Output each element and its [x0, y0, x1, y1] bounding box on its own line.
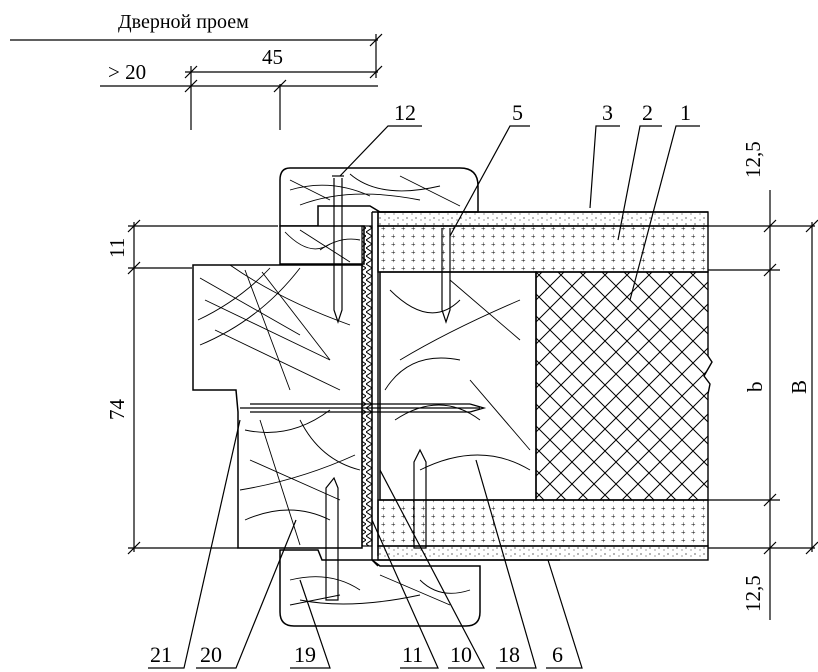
gap-dimension-label: > 20: [108, 60, 146, 84]
callout-10: 10: [450, 642, 472, 667]
bottom-casing: [279, 549, 481, 627]
plaster-top: [377, 211, 709, 227]
width-45-label: 45: [262, 45, 283, 69]
callout-19: 19: [294, 642, 316, 667]
gypsum-board-top: [377, 225, 709, 273]
dim-12-5-bottom: 12,5: [741, 575, 765, 612]
opening-dimension: [10, 33, 383, 130]
insulation-core: [535, 271, 713, 501]
callout-18: 18: [498, 642, 520, 667]
callout-20: 20: [200, 642, 222, 667]
door-opening-label: Дверной проем: [118, 11, 249, 33]
plaster-bottom: [377, 545, 709, 561]
door-frame-block: [192, 264, 363, 549]
callout-11: 11: [402, 642, 423, 667]
callout-2: 2: [642, 100, 653, 125]
callout-12: 12: [394, 100, 416, 125]
screw-12: [332, 175, 344, 324]
callout-1: 1: [680, 100, 691, 125]
callout-3: 3: [602, 100, 613, 125]
screw-long-horizontal: [240, 403, 487, 413]
callout-21: 21: [150, 642, 172, 667]
dim-12-5-top: 12,5: [741, 141, 765, 178]
dim-11-left: 11: [105, 238, 129, 258]
right-dimension-lines: [708, 190, 818, 620]
dim-b: b: [743, 382, 767, 393]
callout-6: 6: [552, 642, 563, 667]
gypsum-board-bottom: [377, 499, 709, 547]
dim-B: B: [787, 380, 811, 394]
left-dimension-lines: [127, 219, 278, 555]
screw-bottom-left: [325, 476, 339, 601]
stud-block: [379, 271, 537, 501]
bottom-leader-lines: [148, 419, 583, 669]
callout-5: 5: [512, 100, 523, 125]
dim-74-left: 74: [105, 399, 129, 421]
screw-5: [440, 225, 452, 324]
fiberboard-strip: [361, 225, 373, 547]
top-leader-lines: [339, 125, 700, 301]
